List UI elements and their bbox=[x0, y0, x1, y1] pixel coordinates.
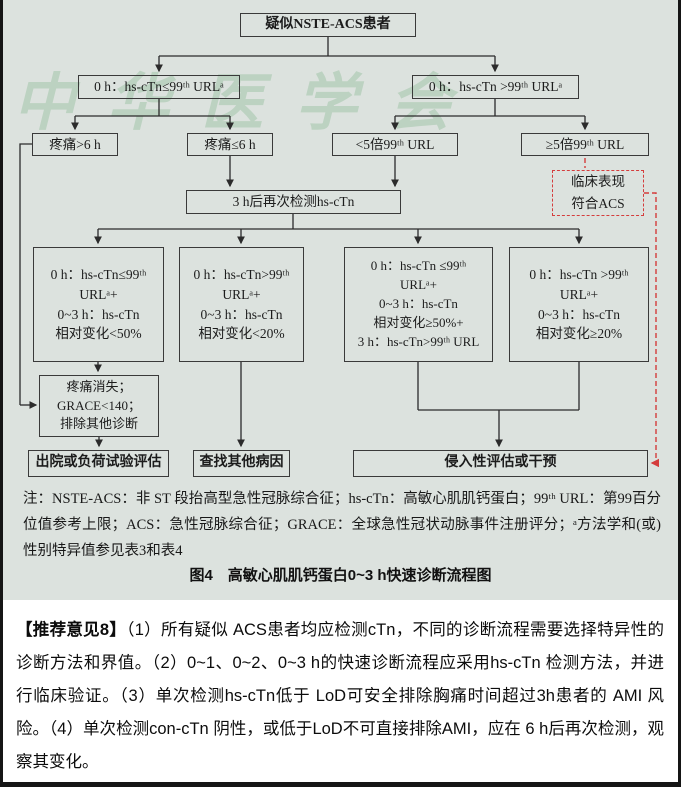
flow-box-discharge: 出院或负荷试验评估 bbox=[28, 450, 169, 477]
flow-box-0h-above-url: 0 h：hs-cTn >99ᵗʰ URLᵃ bbox=[412, 75, 579, 99]
flowchart-area: 中华医学会 bbox=[3, 0, 678, 600]
flow-box-pain-le6h: 疼痛≤6 h bbox=[187, 133, 273, 156]
recommendation-body: （1）所有疑似 ACS患者均应检测cTn，不同的诊断流程需要选择特异性的诊断方法… bbox=[16, 621, 664, 771]
flow-connectors bbox=[19, 37, 659, 468]
flow-box-invasive: 侵入性评估或干预 bbox=[353, 450, 648, 477]
flow-box-ge5x-url: ≥5倍99ᵗʰ URL bbox=[521, 133, 649, 156]
flow-box-other-cause: 查找其他病因 bbox=[193, 450, 290, 477]
figure-notes: 注：NSTE-ACS：非 ST 段抬高型急性冠脉综合征；hs-cTn：高敏心肌肌… bbox=[23, 491, 661, 559]
flow-box-lt5x-url: <5倍99ᵗʰ URL bbox=[332, 133, 458, 156]
figure-caption: 图4 高敏心肌肌钙蛋白0~3 h快速诊断流程图 bbox=[189, 567, 492, 584]
flow-box-0h-below-url: 0 h：hs-cTn≤99ᵗʰ URLᵃ bbox=[78, 75, 240, 99]
flow-box-outcome-3: 0 h：hs-cTn ≤99ᵗʰ URLᵃ+ 0~3 h：hs-cTn 相对变化… bbox=[344, 247, 493, 362]
flow-box-outcome-2: 0 h：hs-cTn>99ᵗʰ URLᵃ+ 0~3 h：hs-cTn 相对变化<… bbox=[179, 247, 304, 362]
recommendation-section: 【推荐意见8】（1）所有疑似 ACS患者均应检测cTn，不同的诊断流程需要选择特… bbox=[3, 600, 678, 782]
flow-box-pain-gt6h: 疼痛>6 h bbox=[32, 133, 118, 156]
recommendation-paragraph: 【推荐意见8】（1）所有疑似 ACS患者均应检测cTn，不同的诊断流程需要选择特… bbox=[16, 614, 664, 779]
flow-box-outcome-1: 0 h：hs-cTn≤99ᵗʰ URLᵃ+ 0~3 h：hs-cTn 相对变化<… bbox=[33, 247, 164, 362]
flow-box-retest-3h: 3 h后再次检测hs-cTn bbox=[186, 190, 401, 214]
flow-box-pain-resolved-grace: 疼痛消失； GRACE<140； 排除其他诊断 bbox=[39, 375, 159, 437]
flow-box-outcome-4: 0 h：hs-cTn >99ᵗʰ URLᵃ+ 0~3 h：hs-cTn 相对变化… bbox=[509, 247, 649, 362]
recommendation-label: 【推荐意见8】 bbox=[16, 621, 127, 639]
flow-box-start: 疑似NSTE-ACS患者 bbox=[240, 13, 416, 37]
flow-box-clinical-acs: 临床表现 符合ACS bbox=[552, 170, 644, 216]
